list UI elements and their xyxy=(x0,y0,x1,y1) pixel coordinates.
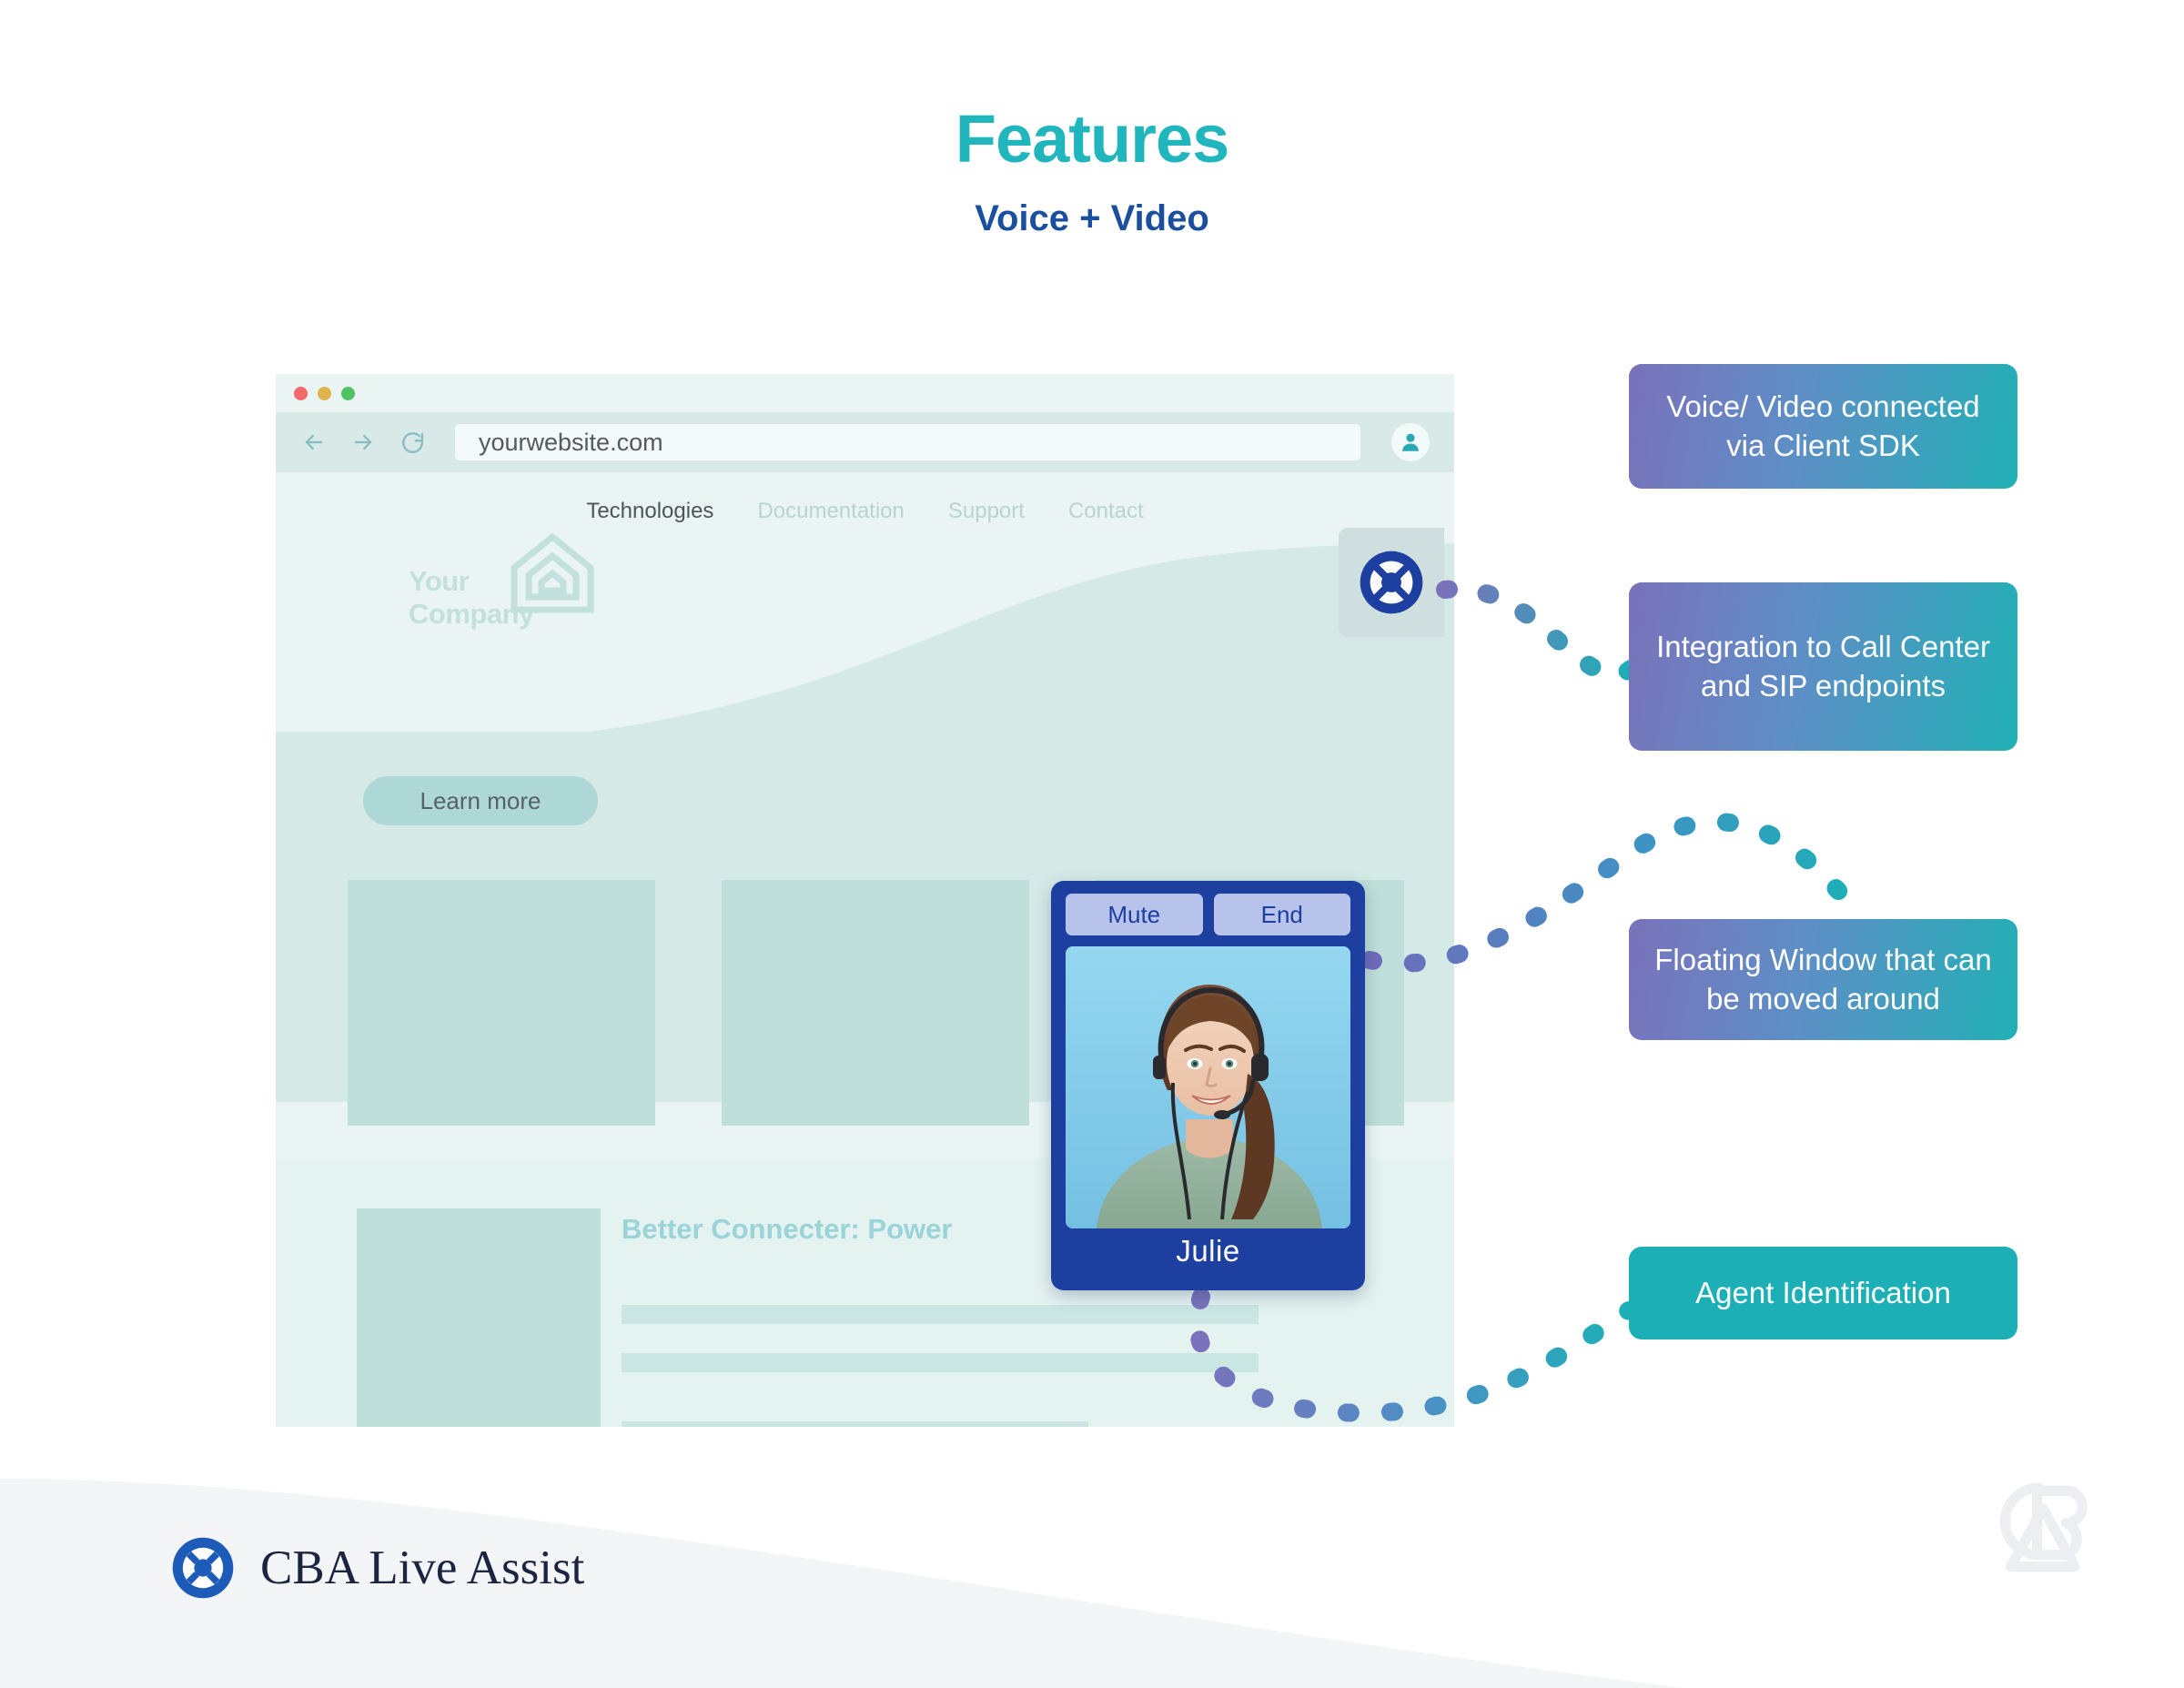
end-call-button[interactable]: End xyxy=(1213,894,1350,935)
browser-window-mock: yourwebsite.com Technologies Documentati… xyxy=(276,374,1454,1427)
learn-more-button[interactable]: Learn more xyxy=(363,776,598,825)
arrow-left-icon[interactable] xyxy=(298,427,329,458)
placeholder-card xyxy=(722,880,1029,1126)
company-logo-text: Your Company xyxy=(409,565,534,631)
browser-toolbar: yourwebsite.com xyxy=(276,412,1454,472)
lower-section-heading: Better Connecter: Power xyxy=(622,1213,953,1245)
site-nav-item-documentation[interactable]: Documentation xyxy=(757,499,905,523)
callout-voice-video-sdk: Voice/ Video connected via Client SDK xyxy=(1629,364,2017,489)
site-nav-item-support[interactable]: Support xyxy=(947,499,1025,523)
agent-video-feed xyxy=(1066,946,1350,1228)
agent-name-label: Julie xyxy=(1176,1234,1240,1268)
user-avatar-icon[interactable] xyxy=(1391,423,1430,461)
floating-call-window[interactable]: Mute End xyxy=(1051,881,1365,1290)
agent-portrait-image xyxy=(1066,946,1350,1228)
site-nav-item-contact[interactable]: Contact xyxy=(1067,499,1144,523)
callout-floating-window: Floating Window that can be moved around xyxy=(1629,919,2017,1040)
window-maximize-dot[interactable] xyxy=(341,386,355,400)
life-ring-icon xyxy=(1360,551,1423,614)
page-subtitle: Voice + Video xyxy=(975,198,1209,238)
placeholder-text-line xyxy=(622,1305,1259,1324)
site-nav-item-technologies[interactable]: Technologies xyxy=(586,499,714,523)
live-assist-launcher-button[interactable] xyxy=(1339,528,1444,637)
callout-agent-identification: Agent Identification xyxy=(1629,1247,2017,1339)
browser-titlebar xyxy=(276,374,1454,412)
placeholder-text-line xyxy=(622,1421,1088,1427)
connector-launcher-to-callout2 xyxy=(1436,580,1640,684)
placeholder-card xyxy=(348,880,655,1126)
site-nav: Technologies Documentation Support Conta… xyxy=(276,499,1454,524)
footer-brand: CBA Live Assist xyxy=(169,1534,584,1602)
arrow-right-icon[interactable] xyxy=(348,427,379,458)
callout-call-center-sip: Integration to Call Center and SIP endpo… xyxy=(1629,582,2017,751)
placeholder-image xyxy=(357,1208,601,1427)
url-input[interactable]: yourwebsite.com xyxy=(455,424,1360,460)
page-title: Features xyxy=(955,101,1229,177)
window-minimize-dot[interactable] xyxy=(318,386,331,400)
call-controls: Mute End xyxy=(1066,894,1350,935)
life-ring-icon xyxy=(172,1537,234,1599)
reload-icon[interactable] xyxy=(397,427,428,458)
cba-monogram-icon xyxy=(1999,1482,2088,1572)
window-close-dot[interactable] xyxy=(294,386,308,400)
footer-brand-name: CBA Live Assist xyxy=(260,1541,585,1594)
company-logo: Your Company xyxy=(409,530,636,642)
house-outline-icon xyxy=(511,532,594,613)
placeholder-text-line xyxy=(622,1353,1259,1372)
mute-button[interactable]: Mute xyxy=(1066,894,1203,935)
